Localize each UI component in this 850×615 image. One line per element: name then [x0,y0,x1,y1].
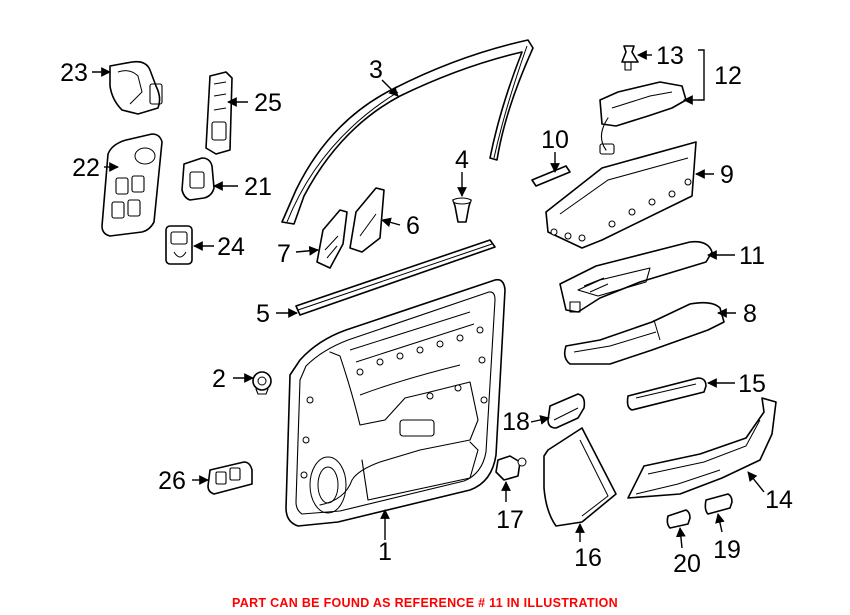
part-15-trim-insert[interactable] [626,377,707,411]
callout-16: 16 [574,544,602,572]
part-26-small-switch[interactable] [207,461,253,495]
part-12-door-handle[interactable] [599,81,687,155]
leader-14 [747,471,765,493]
callout-1: 1 [378,538,392,566]
callout-15: 15 [738,370,766,398]
part-13-handle-clip[interactable] [621,45,639,71]
callout-22: 22 [72,154,100,182]
callout-21: 21 [244,173,272,201]
part-23-seat-switch[interactable] [109,60,163,115]
reference-note: PART CAN BE FOUND AS REFERENCE # 11 IN I… [232,596,618,610]
callout-13: 13 [656,42,684,70]
callout-25: 25 [254,89,282,117]
part-8-armrest[interactable] [563,301,725,365]
callout-24: 24 [217,233,245,261]
callout-11: 11 [739,242,765,270]
part-2-push-pin[interactable] [252,371,272,395]
part-7-mirror-trim[interactable] [316,209,348,269]
leader-19 [715,513,725,533]
leader-lines [92,49,765,549]
callout-19: 19 [713,536,741,564]
part-6-mirror-cover[interactable] [349,187,385,253]
part-4-push-clip[interactable] [452,197,472,223]
callout-7: 7 [277,240,291,268]
callout-4: 4 [455,146,469,174]
leader-6 [381,217,401,228]
callout-14: 14 [765,486,793,514]
part-16-speaker-cover[interactable] [543,427,617,527]
callout-9: 9 [720,161,734,189]
part-19-cap[interactable] [704,493,733,515]
part-10-trim-strip[interactable] [531,165,571,187]
callout-12: 12 [714,62,742,90]
leader-20 [676,527,686,549]
callout-23: 23 [60,59,88,87]
part-3-window-molding[interactable] [281,39,534,225]
callout-2: 2 [212,365,226,393]
callout-5: 5 [256,300,270,328]
part-5-weatherstrip[interactable] [295,239,496,316]
leader-18 [530,415,550,425]
part-18-courtesy-lamp[interactable] [547,393,586,429]
part-21-lock-switch[interactable] [181,157,215,201]
part-11-switch-bezel[interactable] [559,240,713,313]
callout-6: 6 [406,212,420,240]
part-20-cap[interactable] [666,509,691,529]
callout-numbers: 1 2 3 4 5 6 7 8 9 10 11 12 13 14 15 16 1… [60,42,793,578]
part-14-map-pocket[interactable] [627,397,777,499]
part-25-switch-panel[interactable] [205,71,233,155]
part-22-window-switch[interactable] [101,133,163,237]
leader-12-bracket [698,49,705,101]
part-1-door-panel[interactable] [285,278,506,527]
callout-17: 17 [496,506,524,534]
callout-3: 3 [369,56,383,84]
leader-7 [295,245,319,256]
part-17-clip[interactable] [495,455,527,481]
callout-26: 26 [158,467,186,495]
leader-3 [381,79,399,97]
callout-10: 10 [541,126,569,154]
callout-8: 8 [743,300,757,328]
part-24-memory-switch[interactable] [165,225,193,265]
callout-20: 20 [673,550,701,578]
part-9-armrest-bracket[interactable] [545,141,697,249]
callout-18: 18 [502,408,530,436]
